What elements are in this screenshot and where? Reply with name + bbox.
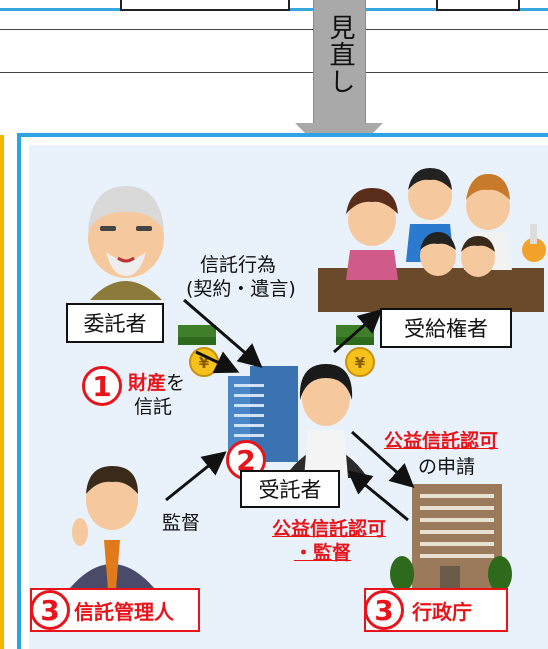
- arrow-application: [350, 430, 415, 489]
- trust-manager-label: 信託管理人: [74, 599, 174, 624]
- review-arrow-label: 見直し: [325, 14, 355, 95]
- approval-line2: ・監督: [294, 542, 352, 564]
- approval-line1: 公益信託認可: [272, 518, 387, 540]
- divider-line: [0, 29, 548, 30]
- beneficiary-label: 受給権者: [404, 317, 488, 341]
- arrow-approval: [347, 470, 409, 522]
- divider-line: [0, 72, 548, 73]
- top-box-right: [436, 0, 520, 11]
- trustee-label: 受託者: [258, 478, 322, 502]
- settlor-label-box: 委託者: [66, 303, 164, 343]
- review-arrow: [313, 0, 366, 124]
- woman-trustee-icon: [284, 364, 368, 478]
- agency-box: 3 行政庁: [364, 588, 508, 632]
- trustee-label-box: 受託者: [240, 470, 340, 508]
- trust-manager-box: 3 信託管理人: [30, 588, 200, 632]
- step-1-badge: 1: [82, 366, 122, 406]
- family-icon: [318, 168, 546, 312]
- arrow-supervision: [165, 451, 227, 502]
- step-3-badge: 3: [364, 590, 404, 630]
- arrow-to-beneficiary: [333, 309, 383, 354]
- elderly-man-icon: [88, 186, 164, 300]
- left-accent-strip: [0, 135, 4, 649]
- application-line2: の申請: [418, 456, 476, 478]
- government-building-icon: [390, 484, 512, 592]
- svg-text:¥: ¥: [355, 354, 366, 372]
- property-keyword: 財産: [128, 372, 167, 394]
- agency-label: 行政庁: [412, 599, 472, 624]
- yen-coin-stack-icon: ¥: [178, 325, 219, 377]
- application-line1: 公益信託認可: [384, 430, 499, 452]
- arrow-trust-act: [183, 298, 263, 368]
- step-3-badge: 3: [30, 590, 70, 630]
- trust-act-line2: (契約・遺言): [186, 278, 296, 300]
- arrow-property: [195, 350, 240, 374]
- svg-text:¥: ¥: [199, 354, 210, 372]
- property-caption-line2: 信託: [134, 396, 173, 418]
- supervision-text: 監督: [162, 512, 201, 534]
- businessman-icon: [62, 466, 162, 598]
- beneficiary-label-box: 受給権者: [380, 308, 512, 348]
- property-caption-line1: 財産を: [128, 368, 185, 395]
- settlor-label: 委託者: [83, 312, 147, 336]
- property-particle: を: [166, 372, 186, 394]
- top-box-left: [120, 0, 290, 11]
- trust-act-line1: 信託行為: [200, 254, 277, 276]
